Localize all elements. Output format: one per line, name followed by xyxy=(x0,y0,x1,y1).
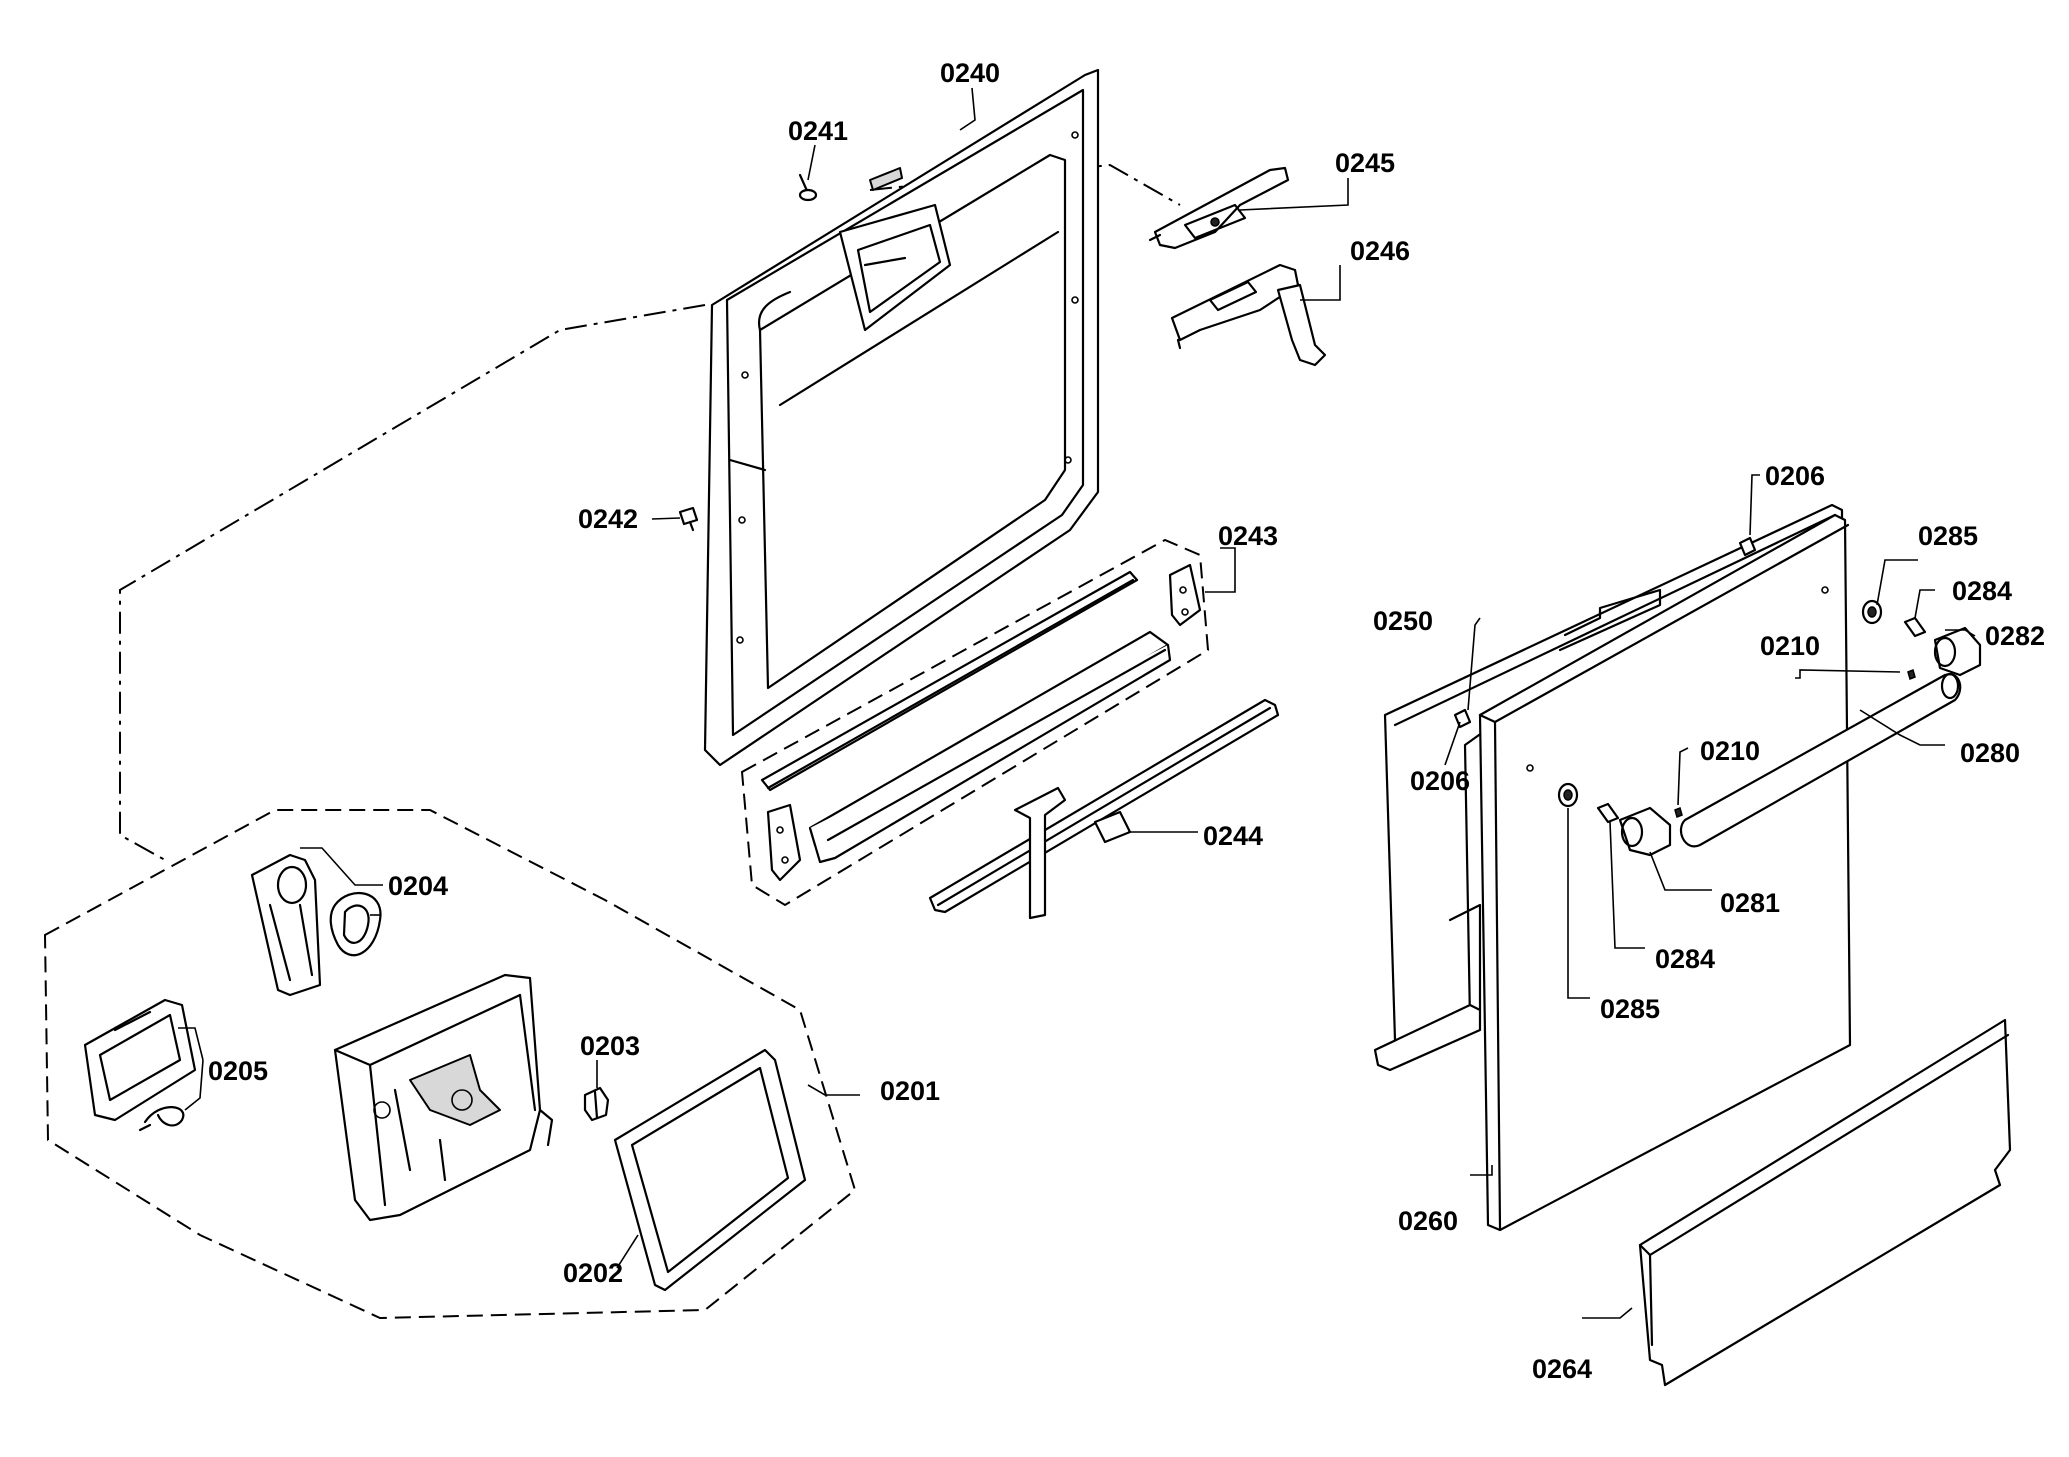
label-0244: 0244 xyxy=(1203,821,1263,851)
label-0203: 0203 xyxy=(580,1031,640,1061)
bottom-rail-0244-icon xyxy=(928,698,1280,920)
label-0210-bottom: 0210 xyxy=(1700,736,1760,766)
hinge-bracket-0246-icon xyxy=(1170,263,1327,367)
handle-bar-0280-icon xyxy=(1679,672,1962,848)
pin-0284-icons xyxy=(1596,616,1927,824)
actuator-0204-icon xyxy=(250,853,382,997)
bottom-seal-0243-icon xyxy=(760,563,1202,882)
group-0201-outline xyxy=(43,809,857,1320)
label-0281: 0281 xyxy=(1720,888,1780,918)
grommet-0285-icons xyxy=(1557,599,1883,808)
label-0240: 0240 xyxy=(940,58,1000,88)
screw-0206-icons xyxy=(1453,536,1757,729)
label-0285-top: 0285 xyxy=(1918,521,1978,551)
latch-0205-icon xyxy=(83,998,197,1132)
label-0241: 0241 xyxy=(788,116,848,146)
handle-end-cap-0281-icon xyxy=(1618,806,1672,857)
label-0246: 0246 xyxy=(1350,236,1410,266)
label-0204: 0204 xyxy=(388,871,448,901)
front-panel-0250-icon xyxy=(1373,503,1844,1072)
group-0243-outline xyxy=(740,538,1210,907)
label-0282: 0282 xyxy=(1985,621,2045,651)
screw-0242-icon xyxy=(678,506,699,532)
label-0210-top: 0210 xyxy=(1760,631,1820,661)
label-0250: 0250 xyxy=(1373,606,1433,636)
dashdot-link-upper xyxy=(119,304,706,861)
label-0264: 0264 xyxy=(1532,1354,1592,1384)
label-0242: 0242 xyxy=(578,504,638,534)
label-0280: 0280 xyxy=(1960,738,2020,768)
set-screw-0210-icons xyxy=(1674,668,1916,819)
hinge-bracket-0245-icon xyxy=(1148,166,1290,250)
control-module-0201-icon xyxy=(333,973,554,1222)
label-0243: 0243 xyxy=(1218,521,1278,551)
label-0205: 0205 xyxy=(208,1056,268,1086)
label-0245: 0245 xyxy=(1335,148,1395,178)
label-0206-left: 0206 xyxy=(1410,766,1470,796)
label-0260: 0260 xyxy=(1398,1206,1458,1236)
label-0206-top: 0206 xyxy=(1765,461,1825,491)
label-0285-bottom: 0285 xyxy=(1600,994,1660,1024)
handle-end-cap-0282-icon xyxy=(1933,626,1982,677)
label-0284-top: 0284 xyxy=(1952,576,2012,606)
inner-door-0240 xyxy=(703,68,1100,767)
outer-door-0260-icon xyxy=(1478,513,1852,1232)
leader-lines xyxy=(178,87,1976,1319)
kick-plate-0264-icon xyxy=(1638,1018,2012,1387)
screw-0241-icon xyxy=(798,173,818,202)
knob-0203-icon xyxy=(583,1086,610,1122)
label-0202: 0202 xyxy=(563,1258,623,1288)
seal-frame-0202-icon xyxy=(613,1048,807,1292)
label-0201: 0201 xyxy=(880,1076,940,1106)
part-labels: 0240 0241 0242 0243 0244 0245 0246 0201 … xyxy=(208,58,2045,1384)
label-0284-bottom: 0284 xyxy=(1655,944,1715,974)
